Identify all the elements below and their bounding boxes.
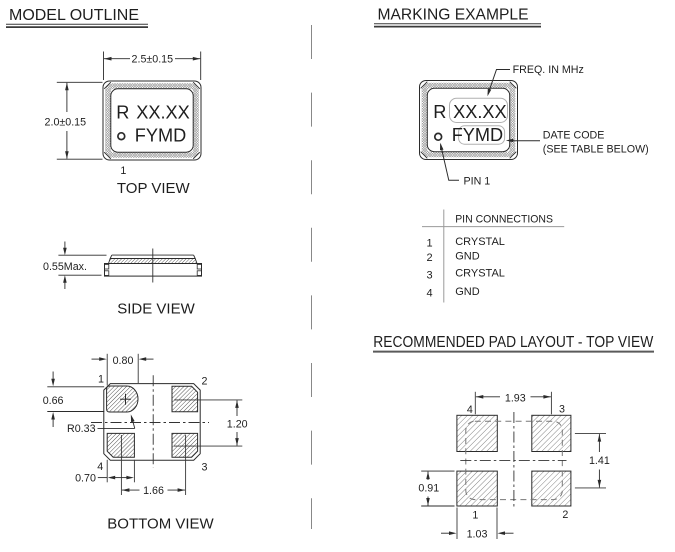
svg-text:2: 2 [427, 252, 433, 264]
svg-text:1.93: 1.93 [505, 393, 526, 405]
svg-text:4: 4 [427, 288, 433, 300]
svg-text:FYMD: FYMD [135, 126, 187, 146]
svg-text:1: 1 [98, 374, 104, 386]
svg-text:GND: GND [455, 251, 480, 263]
svg-text:FREQ. IN MHz: FREQ. IN MHz [513, 64, 584, 76]
svg-text:1.41: 1.41 [589, 455, 610, 467]
svg-text:(SEE TABLE BELOW): (SEE TABLE BELOW) [543, 144, 649, 156]
svg-text:R: R [433, 102, 446, 122]
svg-text:PIN CONNECTIONS: PIN CONNECTIONS [455, 213, 553, 225]
svg-text:3: 3 [559, 404, 565, 416]
svg-text:XX.XX: XX.XX [453, 102, 507, 122]
svg-text:XX.XX: XX.XX [136, 103, 190, 123]
svg-text:0.91: 0.91 [418, 483, 439, 495]
svg-text:CRYSTAL: CRYSTAL [455, 268, 505, 280]
svg-text:TOP VIEW: TOP VIEW [117, 180, 191, 197]
svg-text:3: 3 [202, 462, 208, 474]
svg-text:1: 1 [472, 510, 478, 522]
svg-text:1.20: 1.20 [227, 418, 248, 430]
svg-text:R: R [116, 103, 129, 123]
svg-text:4: 4 [467, 404, 473, 416]
svg-text:3: 3 [427, 269, 433, 281]
svg-text:0.55Max.: 0.55Max. [43, 261, 87, 273]
svg-text:BOTTOM VIEW: BOTTOM VIEW [107, 515, 214, 532]
svg-text:MARKING EXAMPLE: MARKING EXAMPLE [378, 7, 529, 24]
svg-text:GND: GND [455, 286, 480, 298]
svg-text:1.66: 1.66 [143, 485, 164, 497]
svg-text:RECOMMENDED PAD LAYOUT - TOP V: RECOMMENDED PAD LAYOUT - TOP VIEW [373, 334, 654, 351]
svg-text:R0.33: R0.33 [67, 423, 96, 435]
svg-text:2: 2 [562, 509, 568, 521]
svg-text:2: 2 [202, 375, 208, 387]
svg-text:0.80: 0.80 [113, 355, 134, 367]
svg-text:0.70: 0.70 [75, 473, 96, 485]
svg-text:2.5±0.15: 2.5±0.15 [132, 54, 174, 66]
svg-text:SIDE VIEW: SIDE VIEW [117, 301, 195, 318]
svg-text:1.03: 1.03 [467, 529, 488, 541]
svg-text:DATE CODE: DATE CODE [543, 129, 605, 141]
svg-text:0.66: 0.66 [43, 395, 64, 407]
svg-text:CRYSTAL: CRYSTAL [455, 236, 505, 248]
svg-text:4: 4 [97, 461, 103, 473]
svg-text:1: 1 [427, 237, 433, 249]
svg-text:FYMD: FYMD [452, 125, 504, 145]
svg-text:2.0±0.15: 2.0±0.15 [45, 116, 87, 128]
svg-text:MODEL OUTLINE: MODEL OUTLINE [9, 7, 139, 24]
svg-text:PIN 1: PIN 1 [464, 175, 491, 187]
svg-text:1: 1 [120, 165, 126, 177]
